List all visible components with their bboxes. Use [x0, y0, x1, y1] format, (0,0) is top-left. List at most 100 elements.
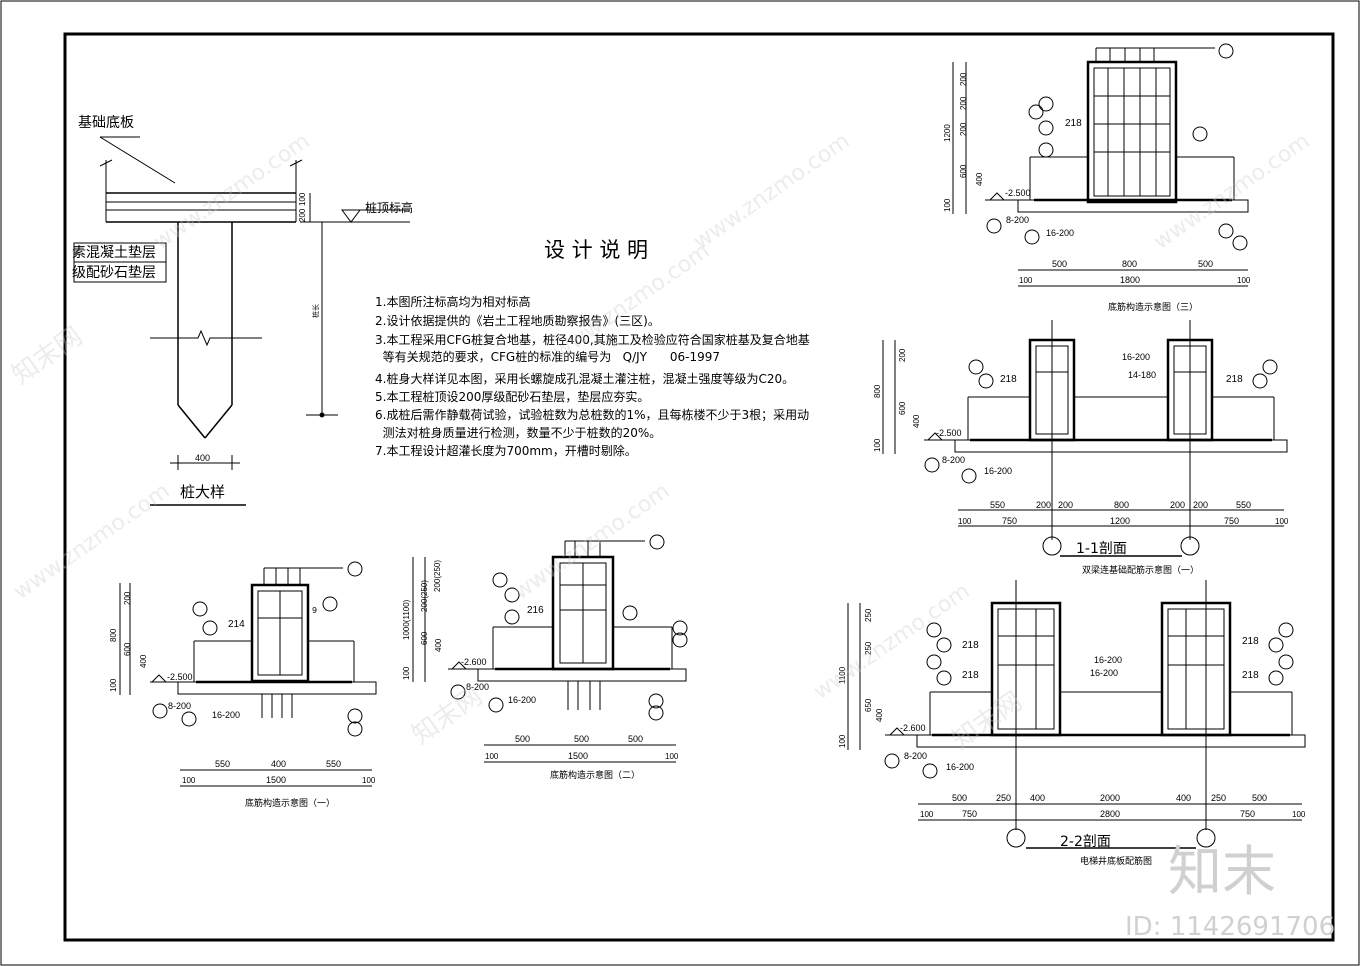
pile-dim-200: 200: [298, 208, 307, 222]
design-notes: 1.本图所注标高均为相对标高 2.设计依据提供的《岩土工程地质勘察报告》(三区)…: [375, 294, 810, 458]
d2-dim-1500: 1500: [568, 751, 588, 761]
note-line: 测法对桩身质量进行检测，数量不少于桩数的20%。: [375, 425, 661, 440]
s2-rebar-e: 16-200: [946, 762, 974, 772]
plain-concrete-cushion-label: 素混凝土垫层: [72, 245, 156, 261]
pile-dim-100: 100: [298, 192, 307, 206]
s1-dim-100b: 100: [1275, 517, 1289, 526]
s2-dim-500b: 500: [1252, 793, 1267, 803]
s1-dim-800: 800: [1114, 500, 1129, 510]
s2-dim-v250b: 250: [864, 641, 873, 655]
d2-dim-v200a: 200(250): [420, 580, 429, 612]
d2-dim-v600: 600: [420, 631, 429, 645]
design-notes-title: 设 计 说 明: [544, 238, 648, 262]
s1-dim-v400: 400: [912, 414, 921, 428]
d1-tag-9: 9: [312, 606, 317, 615]
base-slab-label: 基础底板: [78, 114, 134, 131]
d3-dim-v200a: 200: [959, 72, 968, 86]
s1-rebar-b: 16-200: [1122, 352, 1150, 362]
s2-dim-750b: 750: [1240, 809, 1255, 819]
s2-dim-250b: 250: [1211, 793, 1226, 803]
note-line: 等有关规范的要求，CFG桩的标准的编号为 Q/JY 06-1997: [375, 349, 720, 364]
pile-detail: [99, 136, 410, 506]
gravel-cushion-label: 级配砂石垫层: [72, 265, 156, 281]
d2-caption: 底筋构造示意图（二）: [550, 769, 640, 781]
s2-rebar-d: 8-200: [904, 751, 927, 761]
d2-rebar-a: 216: [527, 605, 544, 616]
d1-rebar-b: 8-200: [168, 701, 191, 711]
d3-dim-500b: 500: [1198, 259, 1213, 269]
d1-rebar-c: 16-200: [212, 710, 240, 720]
s1-dim-750b: 750: [1224, 516, 1239, 526]
section-2-2: [847, 580, 1306, 849]
pile-caption: 桩大样: [180, 483, 225, 501]
d1-dim-100a: 100: [182, 776, 196, 785]
s1-rebar-a1: 218: [1000, 374, 1017, 385]
s1-dim-750a: 750: [1002, 516, 1017, 526]
d1-dim-550b: 550: [326, 759, 341, 769]
section-1-1: [882, 320, 1288, 557]
s2-dim-v400: 400: [875, 708, 884, 722]
s2-rebar-a4: 218: [1242, 670, 1259, 681]
s1-section-label: 1-1剖面: [1076, 541, 1127, 557]
d2-dim-v400: 400: [434, 638, 443, 652]
s2-dim-2800: 2800: [1100, 809, 1120, 819]
s2-dim-750a: 750: [962, 809, 977, 819]
d2-dim-100b: 100: [665, 752, 679, 761]
d1-rebar-a: 214: [228, 619, 245, 630]
note-line: 4.桩身大样详见本图，采用长螺旋成孔混凝土灌注桩，混凝土强度等级为C20。: [375, 371, 794, 386]
d1-dim-v800: 800: [109, 628, 118, 642]
d3-rebar-a: 218: [1065, 118, 1082, 129]
d1-dim-1500: 1500: [266, 775, 286, 785]
s1-dim-v600: 600: [898, 401, 907, 415]
d1-dim-v600: 600: [123, 642, 132, 656]
note-line: 2.设计依据提供的《岩土工程地质勘察报告》(三区)。: [375, 313, 660, 328]
d3-dim-v200c: 200: [959, 122, 968, 136]
s2-dim-v1100: 1100: [838, 666, 847, 684]
d2-dim-v200b: 200(250): [433, 560, 442, 592]
d3-dim-100b: 100: [1237, 276, 1251, 285]
note-line: 1.本图所注标高均为相对标高: [375, 294, 530, 309]
d3-dim-v100: 100: [943, 198, 952, 212]
d1-elevation: -2.500: [167, 672, 193, 682]
detail-1: [119, 561, 377, 787]
s1-rebar-e: 16-200: [984, 466, 1012, 476]
pile-top-label: 桩顶标高: [365, 200, 413, 215]
d2-dim-v100: 100: [402, 666, 411, 680]
s1-dim-200b: 200: [1058, 500, 1073, 510]
s1-dim-1200: 1200: [1110, 516, 1130, 526]
note-line: 3.本工程采用CFG桩复合地基，桩径400,其施工及检验应符合国家桩基及复合地基: [375, 332, 810, 347]
d3-dim-500a: 500: [1052, 259, 1067, 269]
d3-dim-800: 800: [1122, 259, 1137, 269]
d3-caption: 底筋构造示意图（三）: [1108, 301, 1198, 313]
watermark-site: www.znzmo.com: [689, 129, 854, 255]
s2-dim-400b: 400: [1176, 793, 1191, 803]
s2-rebar-a1: 218: [962, 640, 979, 651]
s2-rebar-a3: 218: [1242, 636, 1259, 647]
d3-dim-v600: 600: [959, 164, 968, 178]
d2-dim-v1000: 1000(1100): [402, 599, 411, 640]
d1-dim-400: 400: [271, 759, 286, 769]
drawing-frame: [63, 32, 1335, 942]
d2-rebar-c: 16-200: [508, 695, 536, 705]
d3-dim-1800: 1800: [1120, 275, 1140, 285]
s2-dim-v100: 100: [838, 734, 847, 748]
s1-dim-v100: 100: [873, 438, 882, 452]
d1-dim-100b: 100: [362, 776, 376, 785]
s1-rebar-d: 8-200: [942, 455, 965, 465]
d1-dim-v100: 100: [109, 678, 118, 692]
d1-dim-550a: 550: [215, 759, 230, 769]
s2-dim-400a: 400: [1030, 793, 1045, 803]
s2-dim-v650: 650: [864, 698, 873, 712]
watermark-site: www.znzmo.com: [1149, 129, 1314, 255]
watermark-site: www.znzmo.com: [9, 479, 174, 605]
s1-dim-v200: 200: [898, 348, 907, 362]
watermark-brand: 知末网: [7, 321, 88, 390]
d2-dim-500c: 500: [628, 734, 643, 744]
s1-caption: 双梁连基础配筋示意图（一）: [1082, 564, 1199, 576]
d3-dim-100a: 100: [1019, 276, 1033, 285]
s2-dim-500a: 500: [952, 793, 967, 803]
s2-dim-100a: 100: [920, 810, 934, 819]
s2-rebar-c: 16-200: [1090, 668, 1118, 678]
d3-dim-v1200: 1200: [943, 124, 952, 142]
